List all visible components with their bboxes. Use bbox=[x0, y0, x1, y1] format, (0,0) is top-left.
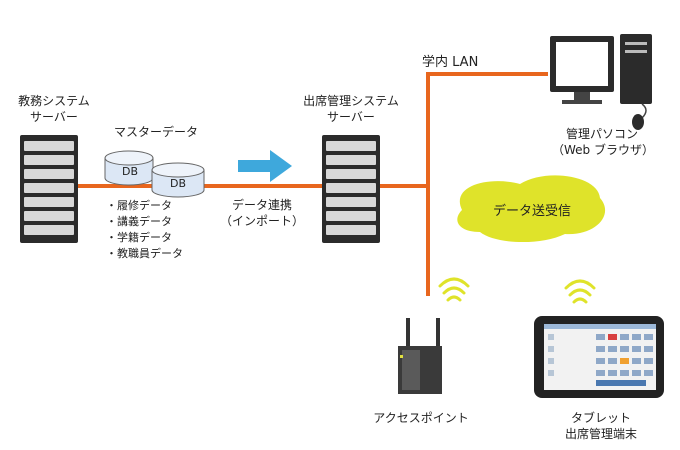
db-label-1: DB bbox=[121, 165, 139, 178]
admin-pc-label-1: 管理パソコン bbox=[565, 127, 638, 141]
data-item: ・教職員データ bbox=[106, 247, 183, 260]
db-icon-2 bbox=[151, 162, 205, 198]
tablet-wifi-icon bbox=[564, 279, 596, 304]
ap-wifi-icon bbox=[438, 277, 470, 302]
link-label-2: （インポート） bbox=[219, 214, 304, 228]
data-items-list: ・履修データ ・講義データ ・学籍データ ・教職員データ bbox=[106, 198, 183, 262]
kyomu-server-label-1: 教務システム bbox=[18, 94, 90, 108]
master-data-label: マスターデータ bbox=[113, 125, 198, 139]
db-label-2: DB bbox=[169, 177, 187, 190]
access-point-label: アクセスポイント bbox=[373, 411, 469, 425]
attendance-server-label-2: サーバー bbox=[327, 110, 375, 124]
data-item: ・学籍データ bbox=[106, 231, 172, 244]
data-item: ・履修データ bbox=[106, 199, 172, 212]
kyomu-server-label-2: サーバー bbox=[30, 110, 78, 124]
send-receive-label: データ送受信 bbox=[492, 204, 571, 219]
kyomu-server-icon bbox=[20, 135, 78, 243]
link-label-1: データ連携 bbox=[231, 198, 292, 212]
data-item: ・講義データ bbox=[106, 215, 172, 228]
data-bubble-shape bbox=[457, 175, 606, 243]
tablet-label-1: タブレット bbox=[570, 411, 631, 425]
lan-label: 学内 LAN bbox=[422, 55, 479, 70]
admin-pc-label-2: （Web ブラウザ） bbox=[552, 143, 654, 157]
import-arrow bbox=[238, 150, 292, 182]
attendance-server-label-1: 出席管理システム bbox=[303, 94, 399, 108]
tablet-label-2: 出席管理端末 bbox=[564, 427, 637, 441]
attendance-server-icon bbox=[322, 135, 380, 243]
